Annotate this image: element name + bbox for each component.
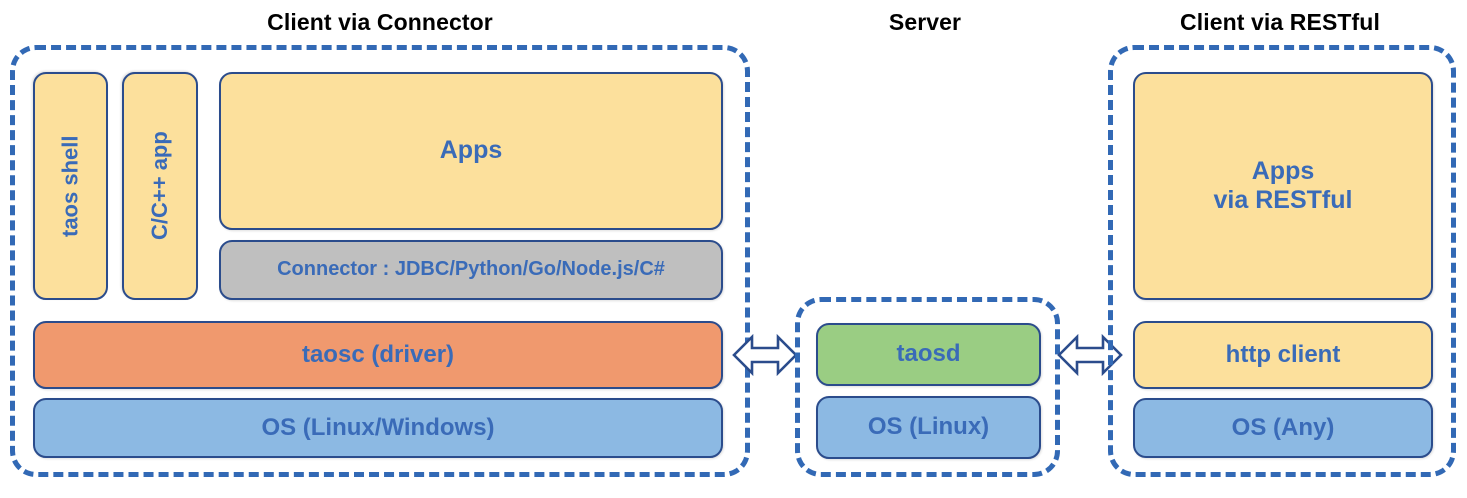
section-title-client-restful: Client via RESTful [1180,9,1380,35]
node-apps-via-restful-line2: via RESTful [1213,186,1353,214]
group-client-via-connector [10,45,750,477]
node-apps-via-restful[interactable]: Apps via RESTful [1133,72,1433,300]
node-taos-shell[interactable]: taos shell [33,72,108,300]
section-title-server: Server [888,9,962,35]
group-server [795,297,1060,477]
node-connector[interactable]: Connector : JDBC/Python/Go/Node.js/C# [219,240,723,300]
node-http-client[interactable]: http client [1133,321,1433,389]
node-os-linux-windows[interactable]: OS (Linux/Windows) [33,398,723,458]
double-arrow-horizontal-icon-left [730,329,800,381]
node-taosd[interactable]: taosd [816,323,1041,386]
node-taosc-driver[interactable]: taosc (driver) [33,321,723,389]
node-apps-via-restful-line1: Apps [1251,156,1315,185]
node-os-any[interactable]: OS (Any) [1133,398,1433,458]
node-c-cpp-app[interactable]: C/C++ app [122,72,198,300]
double-arrow-horizontal-icon-right [1055,329,1125,381]
node-os-linux[interactable]: OS (Linux) [816,396,1041,459]
group-client-via-restful [1108,45,1456,477]
section-title-client-connector: Client via Connector [267,9,493,35]
node-apps[interactable]: Apps [219,72,723,230]
